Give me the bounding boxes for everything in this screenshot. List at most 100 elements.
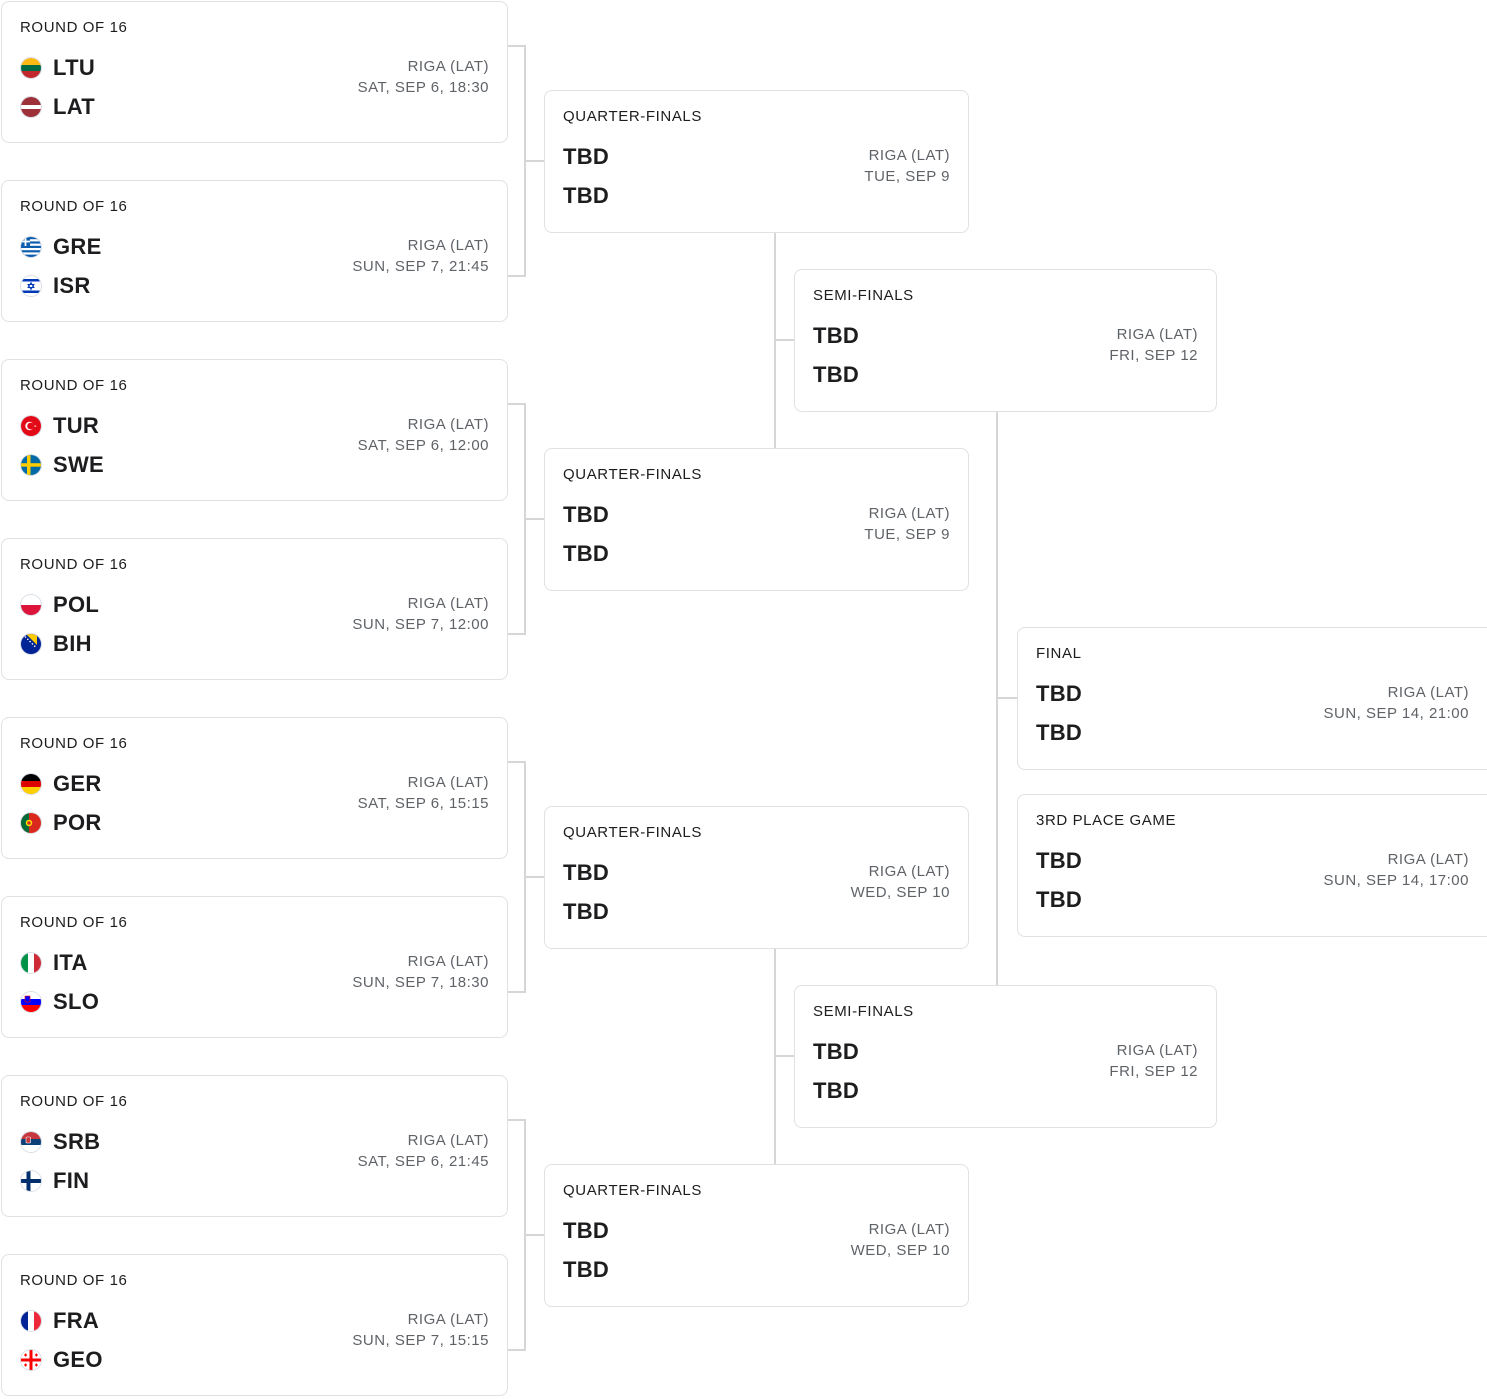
- team-row[interactable]: SWE: [20, 451, 104, 479]
- team-row[interactable]: TBD: [813, 322, 859, 350]
- round-label: ROUND OF 16: [20, 1093, 128, 1110]
- datetime: SUN, SEP 7, 15:15: [352, 1332, 489, 1349]
- team-code: GER: [53, 771, 102, 796]
- venue: RIGA (LAT): [407, 58, 489, 75]
- qf-game-card[interactable]: QUARTER-FINALS TBD TBD RIGA (LAT) WED, S…: [544, 806, 969, 949]
- team-row[interactable]: GER: [20, 770, 102, 798]
- r16-game-card[interactable]: ROUND OF 16 ITA SLO RIGA (LAT) SUN, SEP …: [1, 896, 508, 1038]
- venue: RIGA (LAT): [1387, 684, 1469, 701]
- game-meta: RIGA (LAT) FRI, SEP 12: [1109, 1040, 1198, 1082]
- qf-game-card[interactable]: QUARTER-FINALS TBD TBD RIGA (LAT) WED, S…: [544, 1164, 969, 1307]
- datetime: SUN, SEP 14, 21:00: [1323, 705, 1469, 722]
- venue: RIGA (LAT): [407, 1132, 489, 1149]
- r16-game-card[interactable]: ROUND OF 16 FRA GEO RIGA (LAT) SUN, SEP …: [1, 1254, 508, 1396]
- round-label: ROUND OF 16: [20, 1272, 128, 1289]
- team-row[interactable]: ITA: [20, 949, 88, 977]
- team-row[interactable]: TBD: [1036, 680, 1082, 708]
- qf-game-card[interactable]: QUARTER-FINALS TBD TBD RIGA (LAT) TUE, S…: [544, 90, 969, 233]
- round-label: ROUND OF 16: [20, 914, 128, 931]
- fra-flag-icon: [21, 1311, 41, 1331]
- datetime: SAT, SEP 6, 21:45: [357, 1153, 489, 1170]
- r16-game-card[interactable]: ROUND OF 16 LTU LAT RIGA (LAT) SAT, SEP …: [1, 1, 508, 143]
- pol-flag-icon: [21, 595, 41, 615]
- team-row[interactable]: BIH: [20, 630, 92, 658]
- team-row[interactable]: TBD: [563, 182, 609, 210]
- team-row[interactable]: TBD: [1036, 719, 1082, 747]
- r16-game-card[interactable]: ROUND OF 16 POL BIH RIGA (LAT) SUN, SEP …: [1, 538, 508, 680]
- team-row[interactable]: TBD: [813, 361, 859, 389]
- qf-game-card[interactable]: QUARTER-FINALS TBD TBD RIGA (LAT) TUE, S…: [544, 448, 969, 591]
- r16-game-card[interactable]: ROUND OF 16 SRB FIN RIGA (LAT) SAT, SEP …: [1, 1075, 508, 1217]
- r16-game-card[interactable]: ROUND OF 16 GRE ISR RIGA (LAT) SUN, SEP …: [1, 180, 508, 322]
- game-meta: RIGA (LAT) WED, SEP 10: [851, 861, 950, 903]
- team-row[interactable]: TBD: [563, 501, 609, 529]
- team-row[interactable]: TBD: [563, 540, 609, 568]
- team-row[interactable]: LAT: [20, 93, 95, 121]
- r16-game-card[interactable]: ROUND OF 16 TUR SWE RIGA (LAT) SAT, SEP …: [1, 359, 508, 501]
- team-code: SLO: [53, 989, 100, 1014]
- bracket-connector: [508, 275, 525, 277]
- team-code: TBD: [813, 1078, 860, 1103]
- bracket-connector: [996, 697, 1017, 699]
- datetime: SAT, SEP 6, 18:30: [357, 79, 489, 96]
- team-code: TBD: [563, 1218, 610, 1243]
- ita-flag-icon: [21, 953, 41, 973]
- datetime: FRI, SEP 12: [1109, 347, 1198, 364]
- team-code: POL: [53, 592, 100, 617]
- venue: RIGA (LAT): [407, 595, 489, 612]
- game-meta: RIGA (LAT) SUN, SEP 14, 21:00: [1324, 682, 1469, 724]
- venue: RIGA (LAT): [407, 237, 489, 254]
- gre-flag-icon: [21, 237, 41, 257]
- round-label: 3RD PLACE GAME: [1036, 812, 1177, 829]
- team-row[interactable]: POL: [20, 591, 99, 619]
- round-label: SEMI-FINALS: [813, 287, 914, 304]
- tur-flag-icon: [21, 416, 41, 436]
- team-code: BIH: [53, 631, 92, 656]
- team-row[interactable]: SLO: [20, 988, 99, 1016]
- third-place-game-card[interactable]: 3RD PLACE GAME TBD TBD RIGA (LAT) SUN, S…: [1017, 794, 1487, 937]
- team-row[interactable]: TBD: [563, 898, 609, 926]
- venue: RIGA (LAT): [407, 1311, 489, 1328]
- team-code: TBD: [563, 860, 610, 885]
- game-meta: RIGA (LAT) SAT, SEP 6, 12:00: [358, 414, 489, 456]
- game-meta: RIGA (LAT) TUE, SEP 9: [864, 145, 950, 187]
- team-row[interactable]: TUR: [20, 412, 99, 440]
- final-game-card[interactable]: FINAL TBD TBD RIGA (LAT) SUN, SEP 14, 21…: [1017, 627, 1487, 770]
- round-label: ROUND OF 16: [20, 198, 128, 215]
- team-row[interactable]: TBD: [563, 143, 609, 171]
- team-code: FIN: [53, 1168, 90, 1193]
- team-row[interactable]: LTU: [20, 54, 95, 82]
- game-meta: RIGA (LAT) SUN, SEP 14, 17:00: [1324, 849, 1469, 891]
- team-row[interactable]: POR: [20, 809, 102, 837]
- game-meta: RIGA (LAT) SUN, SEP 7, 21:45: [352, 235, 489, 277]
- r16-game-card[interactable]: ROUND OF 16 GER POR RIGA (LAT) SAT, SEP …: [1, 717, 508, 859]
- team-row[interactable]: FIN: [20, 1167, 89, 1195]
- team-row[interactable]: TBD: [813, 1038, 859, 1066]
- team-row[interactable]: TBD: [563, 1256, 609, 1284]
- round-label: ROUND OF 16: [20, 377, 128, 394]
- team-code: TBD: [1036, 887, 1083, 912]
- team-code: TBD: [813, 1039, 860, 1064]
- team-row[interactable]: GRE: [20, 233, 102, 261]
- geo-flag-icon: [21, 1350, 41, 1370]
- team-code: TBD: [1036, 848, 1083, 873]
- team-row[interactable]: FRA: [20, 1307, 99, 1335]
- sf-game-card[interactable]: SEMI-FINALS TBD TBD RIGA (LAT) FRI, SEP …: [794, 985, 1217, 1128]
- venue: RIGA (LAT): [407, 953, 489, 970]
- team-row[interactable]: TBD: [563, 1217, 609, 1245]
- team-row[interactable]: GEO: [20, 1346, 103, 1374]
- team-code: TBD: [1036, 720, 1083, 745]
- bracket-connector: [524, 160, 544, 162]
- team-row[interactable]: ISR: [20, 272, 91, 300]
- team-row[interactable]: TBD: [1036, 847, 1082, 875]
- bracket-connector: [524, 876, 544, 878]
- team-code: FRA: [53, 1308, 100, 1333]
- round-label: ROUND OF 16: [20, 735, 128, 752]
- team-row[interactable]: TBD: [813, 1077, 859, 1105]
- team-row[interactable]: TBD: [1036, 886, 1082, 914]
- venue: RIGA (LAT): [1116, 326, 1198, 343]
- sf-game-card[interactable]: SEMI-FINALS TBD TBD RIGA (LAT) FRI, SEP …: [794, 269, 1217, 412]
- game-meta: RIGA (LAT) SAT, SEP 6, 15:15: [358, 772, 489, 814]
- team-row[interactable]: TBD: [563, 859, 609, 887]
- team-row[interactable]: SRB: [20, 1128, 100, 1156]
